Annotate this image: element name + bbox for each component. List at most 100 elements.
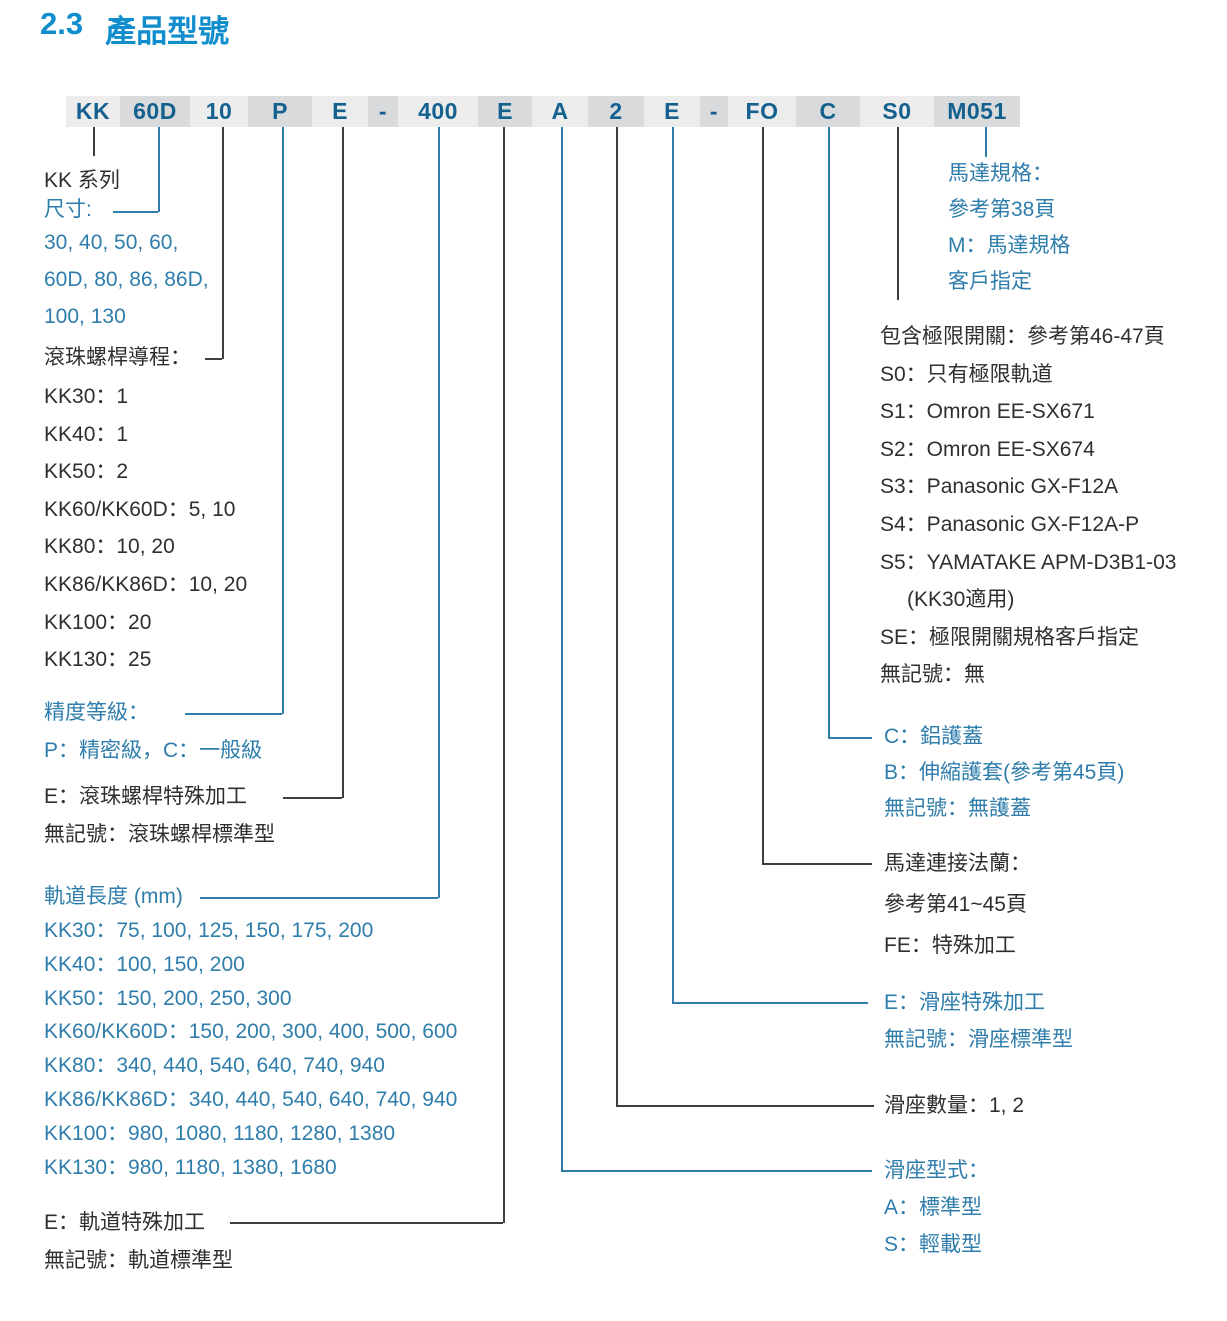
rail-length-item: KK130：980, 1180, 1380, 1680 <box>44 1155 337 1179</box>
rail-length-item: KK80：340, 440, 540, 640, 740, 940 <box>44 1054 385 1078</box>
leader-line-limit-switch <box>897 127 899 300</box>
section-title-text: 產品型號 <box>105 14 230 49</box>
limit-switch-block: 包含極限開關：參考第46-47頁 S0：只有極限軌道 S1：Omron EE-S… <box>880 318 1176 694</box>
code-segment-rail-length: 400 <box>418 98 458 124</box>
block-special-line: E：滑座特殊加工 <box>884 991 1046 1014</box>
limit-switch-line: 包含極限開關：參考第46-47頁 <box>880 325 1165 348</box>
leader-elbow-size <box>113 211 158 213</box>
rail-length-label: 軌道長度 (mm) <box>44 885 183 908</box>
limit-switch-line: S4：Panasonic GX-F12A-P <box>880 512 1140 536</box>
page-title: 2.3 產品型號 <box>40 6 229 51</box>
leader-line-rail-special <box>503 127 505 1223</box>
code-segment-motor: M051 <box>934 96 1020 127</box>
leader-line-accuracy <box>282 127 284 714</box>
rail-special-line1: E：軌道特殊加工 <box>44 1211 206 1234</box>
block-type-line: 滑座型式： <box>884 1159 989 1182</box>
motor-spec-line: M：馬達規格 <box>948 234 1071 257</box>
limit-switch-line: S2：Omron EE-SX674 <box>880 437 1095 461</box>
leader-elbow-block-number <box>616 1105 874 1107</box>
leader-elbow-accuracy <box>185 713 282 715</box>
code-segment-accuracy: P <box>248 96 312 127</box>
leader-line-lead <box>222 127 224 359</box>
size-line: 60D, 80, 86, 86D, <box>44 268 209 291</box>
motor-spec-line: 參考第38頁 <box>948 198 1056 221</box>
limit-switch-line: (KK30適用) <box>907 588 1015 612</box>
limit-switch-line: S1：Omron EE-SX671 <box>880 400 1095 424</box>
code-segment-cover: C <box>796 96 860 127</box>
lead-screw-item: KK40：1 <box>44 422 129 446</box>
rail-length-item: KK100：980, 1080, 1180, 1280, 1380 <box>44 1121 396 1145</box>
rail-length-item: KK30：75, 100, 125, 150, 175, 200 <box>44 919 374 942</box>
leader-line-block-type <box>561 127 563 1171</box>
ballscrew-special-line1: E：滾珠螺桿特殊加工 <box>44 785 248 808</box>
code-segment-series: KK <box>75 98 111 124</box>
cover-line: B：伸縮護套(參考第45頁) <box>884 761 1125 784</box>
cover-line: C：鋁護蓋 <box>884 725 984 748</box>
leader-elbow-rail-length <box>200 897 438 899</box>
rail-length-item: KK60/KK60D：150, 200, 300, 400, 500, 600 <box>44 1020 458 1044</box>
size-label: 尺寸: <box>44 198 92 221</box>
limit-switch-line: SE：極限開關規格客戶指定 <box>880 625 1140 649</box>
code-segment-rail-special: E <box>478 96 532 127</box>
leader-elbow-block-type <box>561 1170 872 1172</box>
block-type-block: 滑座型式： A：標準型 S：輕載型 <box>884 1152 989 1263</box>
leader-line-block-number <box>616 127 618 1106</box>
limit-switch-line: S3：Panasonic GX-F12A <box>880 475 1119 499</box>
block-special-block: E：滑座特殊加工 無記號：滑座標準型 <box>884 984 1073 1058</box>
limit-switch-line: S0：只有極限軌道 <box>880 362 1053 386</box>
size-line: 30, 40, 50, 60, <box>44 231 179 254</box>
lead-screw-item: KK130：25 <box>44 648 152 672</box>
leader-elbow-rail-special <box>230 1222 503 1224</box>
motor-spec-line: 馬達規格： <box>948 162 1053 185</box>
leader-line-motor <box>985 127 987 157</box>
leader-elbow-screw-special <box>283 797 342 799</box>
accuracy-label: 精度等級： <box>44 701 149 724</box>
cover-line: 無記號：無護蓋 <box>884 797 1031 820</box>
lead-screw-item: KK80：10, 20 <box>44 535 175 559</box>
code-segment-block-special: E <box>664 98 680 124</box>
rail-length-list: KK30：75, 100, 125, 150, 175, 200 KK40：10… <box>44 914 457 1184</box>
size-line: 100, 130 <box>44 305 126 328</box>
leader-line-block-special <box>672 127 674 1003</box>
code-segment-lead: 10 <box>205 98 233 124</box>
rail-length-item: KK40：100, 150, 200 <box>44 952 245 976</box>
motor-flange-line: 參考第41~45頁 <box>884 893 1027 916</box>
code-segment-block-type: A <box>551 98 569 124</box>
leader-line-cover <box>828 127 830 737</box>
model-code-bar: KK 60D 10 P E - 400 E A 2 E - FO C S0 M0… <box>66 96 1020 127</box>
leader-line-size <box>158 127 160 212</box>
leader-elbow-cover <box>828 737 872 739</box>
code-segment-size: 60D <box>120 96 190 127</box>
block-type-line: S：輕載型 <box>884 1233 983 1256</box>
lead-screw-item: KK86/KK86D：10, 20 <box>44 572 248 596</box>
code-segment-dash1: - <box>368 96 398 127</box>
lead-screw-item: KK60/KK60D：5, 10 <box>44 497 236 521</box>
code-segment-screw-special: E <box>332 98 348 124</box>
motor-flange-line: FE：特殊加工 <box>884 934 1016 957</box>
code-segment-block-number: 2 <box>588 96 644 127</box>
block-special-line: 無記號：滑座標準型 <box>884 1028 1073 1051</box>
lead-screw-item: KK30：1 <box>44 385 129 408</box>
rail-length-item: KK86/KK86D：340, 440, 540, 640, 740, 940 <box>44 1087 458 1111</box>
leader-line-series <box>93 127 95 156</box>
block-type-line: A：標準型 <box>884 1196 983 1219</box>
rail-length-item: KK50：150, 200, 250, 300 <box>44 986 292 1010</box>
limit-switch-line: 無記號：無 <box>880 663 985 687</box>
section-number: 2.3 <box>40 6 84 41</box>
code-segment-flange: FO <box>745 98 779 124</box>
accuracy-detail: P：精密級，C：一般級 <box>44 739 263 762</box>
lead-screw-label: 滾珠螺桿導程： <box>44 346 191 369</box>
rail-special-line2: 無記號：軌道標準型 <box>44 1249 233 1272</box>
motor-flange-line: 馬達連接法蘭： <box>884 852 1031 875</box>
kk-series-label: KK 系列 <box>44 169 120 192</box>
code-segment-limit-switch: S0 <box>882 98 912 124</box>
motor-flange-block: 馬達連接法蘭： 參考第41~45頁 FE：特殊加工 <box>884 843 1031 966</box>
block-number-label: 滑座數量：1, 2 <box>884 1094 1025 1117</box>
leader-elbow-flange <box>762 863 872 865</box>
cover-block: C：鋁護蓋 B：伸縮護套(參考第45頁) 無記號：無護蓋 <box>884 719 1124 827</box>
leader-line-flange <box>762 127 764 864</box>
lead-screw-item: KK50：2 <box>44 460 129 484</box>
motor-spec-line: 客戶指定 <box>948 270 1032 293</box>
leader-elbow-lead <box>205 358 222 360</box>
